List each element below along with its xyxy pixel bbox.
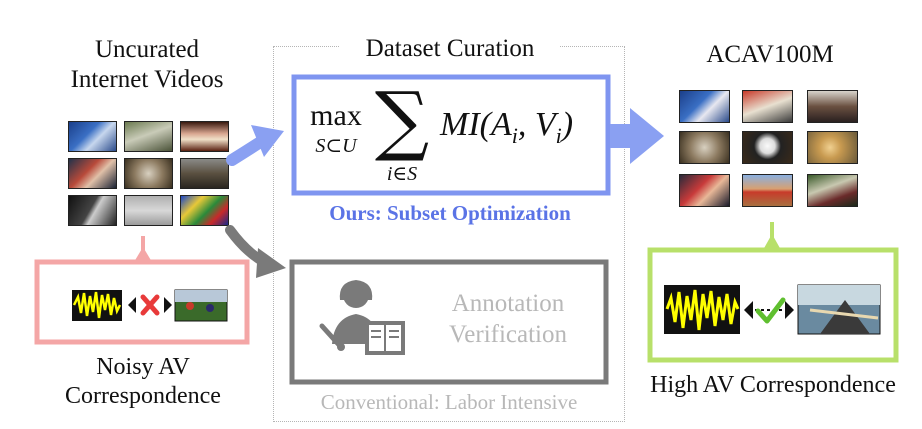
video-thumbnail <box>679 131 730 164</box>
noisy-waveform <box>72 290 122 321</box>
video-thumbnail <box>180 195 229 226</box>
noisy-caption: Noisy AV Correspondence <box>32 353 254 411</box>
right-title: ACAV100M <box>706 41 834 68</box>
formula-constraint: S⊂U <box>315 135 357 157</box>
video-thumbnail <box>124 121 173 152</box>
video-thumbnail <box>68 195 117 226</box>
double-arrow-icon <box>128 297 172 313</box>
cross-icon <box>140 294 160 316</box>
formula-box <box>291 74 611 196</box>
arrow-right-icon <box>226 125 284 166</box>
annotation-text: Annotation Verification <box>420 288 596 350</box>
video-thumbnail <box>180 121 229 152</box>
left-title-line2: Internet Videos <box>70 66 224 93</box>
video-thumbnail <box>807 90 858 123</box>
left-title: Uncurated Internet Videos <box>42 35 252 95</box>
formula-mi: MI(A <box>440 106 512 143</box>
formula-sigma: ∑ <box>374 75 430 164</box>
video-thumbnail <box>742 131 793 164</box>
noisy-caption-line1: Noisy AV <box>96 354 190 380</box>
video-thumbnail <box>742 90 793 123</box>
noisy-caption-line2: Correspondence <box>65 383 221 409</box>
teacher-icon <box>319 280 405 355</box>
formula-comma-v: , V <box>517 106 556 143</box>
high-corr-connector <box>763 234 781 250</box>
formula-expression: MI(Ai, Vi) <box>440 105 573 156</box>
video-thumbnail <box>742 174 793 207</box>
middle-title: Dataset Curation <box>340 34 560 64</box>
arrow-down-right-icon <box>225 225 286 278</box>
video-thumbnail <box>679 90 730 123</box>
formula-max: max <box>310 99 362 132</box>
formula-sub-a: i <box>511 122 518 148</box>
ours-label: Ours: Subset Optimization <box>329 201 571 225</box>
conventional-box <box>289 259 609 385</box>
video-thumbnail <box>68 121 117 152</box>
arrow-right-icon <box>610 108 664 164</box>
high-corr-caption: High AV Correspondence <box>650 372 896 398</box>
video-thumbnail <box>124 195 173 226</box>
left-title-line1: Uncurated <box>94 36 200 63</box>
annotation-line1: Annotation <box>451 290 565 317</box>
video-thumbnail <box>679 174 730 207</box>
double-arrow-icon <box>744 301 794 319</box>
formula-close: ) <box>561 106 574 143</box>
video-thumbnail <box>124 158 173 189</box>
video-thumbnail <box>68 158 117 189</box>
video-thumbnail <box>807 174 858 207</box>
noisy-connector <box>134 247 152 262</box>
video-thumbnail <box>807 131 858 164</box>
formula: max S⊂U ∑ i∈S MI(Ai, Vi) <box>294 75 608 193</box>
high-corr-waveform <box>664 285 740 334</box>
check-icon <box>755 297 786 324</box>
formula-sub-v: i <box>555 122 562 148</box>
annotation-line2: Verification <box>448 321 567 348</box>
video-thumbnail <box>180 158 229 189</box>
formula-sum-index: i∈S <box>386 163 418 185</box>
conventional-label: Conventional: Labor Intensive <box>320 390 578 414</box>
